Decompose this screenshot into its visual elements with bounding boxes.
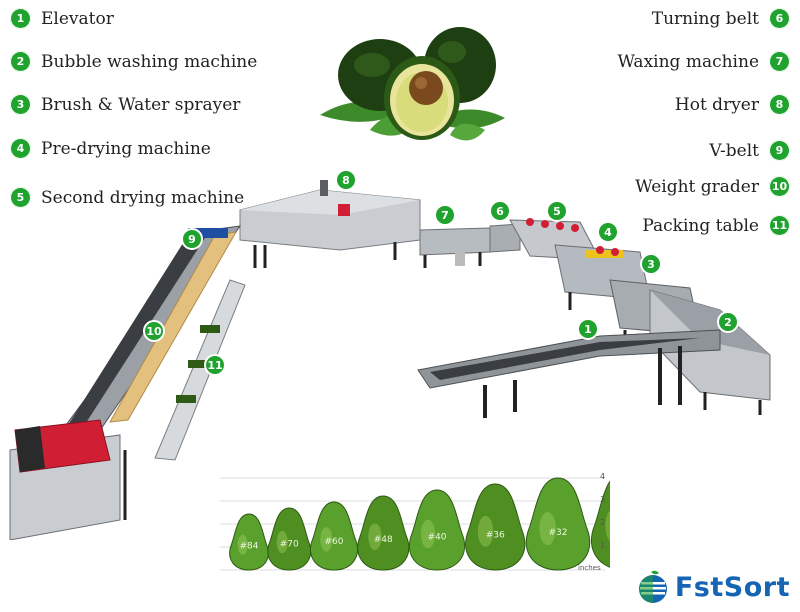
legend-label: V-belt bbox=[709, 140, 759, 161]
size-avocados: #84 #70 #60 #48 #40 #36 #32 #28 bbox=[229, 477, 610, 571]
end-sorter-machine bbox=[9, 419, 127, 540]
legend-label: Pre-drying machine bbox=[41, 138, 211, 159]
legend-item-1: 1 Elevator bbox=[10, 8, 114, 29]
size-avocado-highlight bbox=[276, 530, 288, 554]
size-avocado-body bbox=[229, 513, 269, 571]
size-label: #70 bbox=[280, 539, 299, 549]
legend-label: Turning belt bbox=[651, 8, 759, 29]
size-avocado: #70 bbox=[267, 507, 312, 571]
turning-belt bbox=[489, 223, 521, 253]
marker-elevator: 1 bbox=[577, 318, 599, 340]
legend-badge: 9 bbox=[769, 140, 790, 161]
size-avocado-highlight bbox=[539, 512, 556, 546]
legend-item-9: 9 V-belt bbox=[709, 140, 790, 161]
legend-label: Hot dryer bbox=[674, 94, 759, 115]
packing-table bbox=[154, 279, 246, 461]
legend-label: Waxing machine bbox=[617, 51, 759, 72]
brand-logo: FstSort bbox=[637, 570, 790, 604]
marker-hot-dryer: 8 bbox=[335, 169, 357, 191]
size-label: #40 bbox=[428, 533, 447, 543]
legend-badge: 7 bbox=[769, 51, 790, 72]
size-avocado-highlight bbox=[368, 523, 382, 551]
size-avocado: #40 bbox=[408, 489, 466, 571]
elevator-conveyor bbox=[417, 329, 721, 418]
brand-name: FstSort bbox=[674, 571, 790, 603]
size-avocado-highlight bbox=[320, 527, 333, 552]
legend-label: Second drying machine bbox=[41, 187, 245, 208]
legend-item-11: 11 Packing table bbox=[642, 215, 790, 236]
halved-avocado-icon bbox=[384, 56, 460, 140]
size-unit-label: inches bbox=[578, 564, 601, 572]
legend-item-3: 3 Brush & Water sprayer bbox=[10, 94, 240, 115]
size-avocado-body bbox=[408, 489, 466, 571]
marker-v-belt: 9 bbox=[181, 228, 203, 250]
legend-badge: 8 bbox=[769, 94, 790, 115]
size-avocado-body bbox=[525, 477, 591, 571]
size-label: #84 bbox=[240, 542, 259, 552]
legend-item-7: 7 Waxing machine bbox=[617, 51, 790, 72]
size-avocado-highlight bbox=[420, 519, 436, 549]
marker-second-drying: 5 bbox=[546, 200, 568, 222]
size-avocado-highlight bbox=[477, 515, 494, 547]
size-avocado: #60 bbox=[310, 501, 358, 571]
legend-item-5: 5 Second drying machine bbox=[10, 187, 244, 208]
legend-label: Elevator bbox=[41, 8, 114, 29]
legend-badge: 2 bbox=[10, 51, 31, 72]
size-avocado: #28 bbox=[590, 480, 610, 568]
marker-pre-drying: 4 bbox=[597, 221, 619, 243]
legend-badge: 4 bbox=[10, 138, 31, 159]
legend-item-4: 4 Pre-drying machine bbox=[10, 138, 211, 159]
brand-globe-icon bbox=[638, 570, 667, 603]
size-tick-4: 4 bbox=[600, 472, 606, 481]
legend-label: Bubble washing machine bbox=[41, 51, 258, 72]
size-avocado-body bbox=[310, 501, 358, 571]
legend-badge: 10 bbox=[769, 176, 790, 197]
size-avocado: #84 bbox=[229, 513, 269, 571]
legend-badge: 11 bbox=[769, 215, 790, 236]
legend-badge: 3 bbox=[10, 94, 31, 115]
legend-badge: 5 bbox=[10, 187, 31, 208]
legend-item-6: 6 Turning belt bbox=[652, 8, 790, 29]
avocado-size-chart: #84 #70 #60 #48 #40 #36 #32 #28 bbox=[220, 477, 610, 571]
marker-waxing: 7 bbox=[434, 204, 456, 226]
waxing-machine bbox=[419, 227, 491, 268]
marker-weight-grader: 10 bbox=[143, 320, 165, 342]
size-tick-2: 2 bbox=[600, 518, 606, 527]
marker-packing-table: 11 bbox=[204, 354, 226, 376]
size-avocado-highlight bbox=[605, 510, 610, 542]
size-avocado-body bbox=[590, 480, 610, 568]
legend-item-10: 10 Weight grader bbox=[635, 176, 790, 197]
size-label: #60 bbox=[325, 537, 344, 547]
avocado-illustration bbox=[320, 27, 505, 141]
size-label: #36 bbox=[486, 530, 505, 540]
size-avocado: #36 bbox=[465, 483, 526, 571]
marker-turning-belt: 6 bbox=[489, 200, 511, 222]
size-avocado-body bbox=[465, 483, 526, 571]
size-avocado: #48 bbox=[357, 495, 410, 571]
legend-label: Weight grader bbox=[635, 176, 759, 197]
size-tick-3: 3 bbox=[600, 495, 606, 504]
marker-brush-sprayer: 3 bbox=[640, 253, 662, 275]
legend-item-2: 2 Bubble washing machine bbox=[10, 51, 257, 72]
size-label: #48 bbox=[374, 535, 393, 545]
size-avocado: #32 bbox=[525, 477, 591, 571]
size-avocado-body bbox=[357, 495, 410, 571]
marker-bubble-washing: 2 bbox=[717, 311, 739, 333]
hot-dryer-machine bbox=[239, 180, 421, 268]
legend-label: Brush & Water sprayer bbox=[41, 94, 241, 115]
size-avocado-highlight bbox=[237, 534, 248, 555]
legend-badge: 1 bbox=[10, 8, 31, 29]
legend-item-8: 8 Hot dryer bbox=[675, 94, 790, 115]
legend-badge: 6 bbox=[769, 8, 790, 29]
size-tick-1: 1 bbox=[600, 541, 606, 550]
legend-label: Packing table bbox=[642, 215, 759, 236]
size-label: #32 bbox=[549, 528, 568, 538]
size-avocado-body bbox=[267, 507, 312, 571]
